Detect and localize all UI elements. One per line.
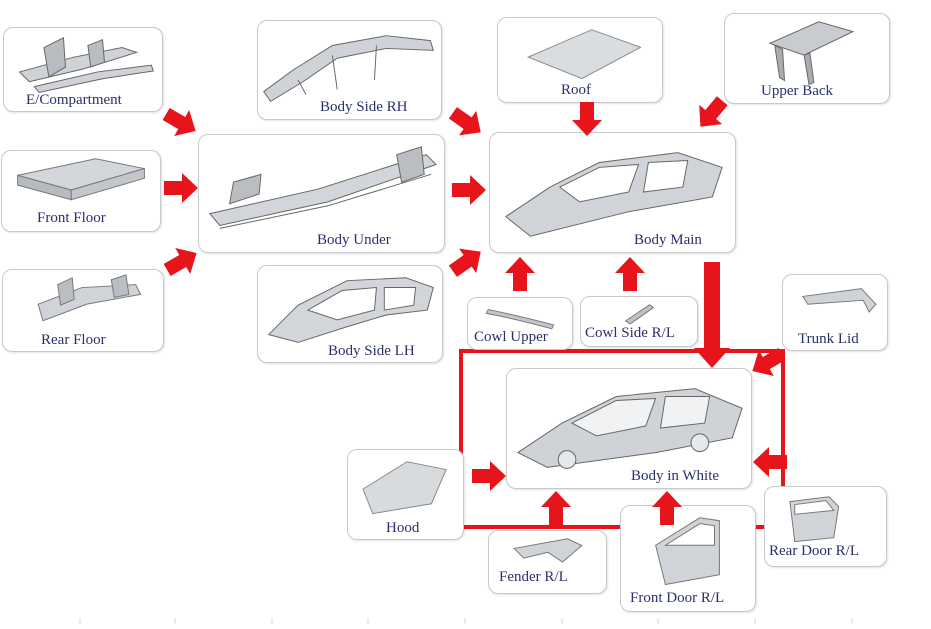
node-body-under: Body Under — [198, 134, 445, 253]
rear-floor-icon — [37, 274, 142, 322]
fender-icon — [513, 538, 583, 563]
node-trunk-lid: Trunk Lid — [782, 274, 888, 351]
node-body-side-lh: Body Side LH — [257, 265, 443, 363]
e-compartment-label: E/Compartment — [26, 92, 122, 108]
node-body-main: Body Main — [489, 132, 736, 253]
front-floor-icon — [17, 158, 145, 201]
trunk-lid-label: Trunk Lid — [798, 331, 859, 347]
node-body-in-white: Body in White — [506, 368, 752, 489]
node-body-side-rh: Body Side RH — [257, 20, 442, 120]
front-floor-label: Front Floor — [37, 210, 106, 226]
arrow-rear-door-to-biw — [753, 447, 787, 477]
node-cowl-upper: Cowl Upper — [467, 297, 573, 350]
arrow-cowlupper-to-main — [505, 257, 535, 291]
rear-door-icon — [789, 496, 840, 543]
arrow-rearfloor-to-under — [159, 240, 205, 283]
body-side-lh-label: Body Side LH — [328, 343, 415, 359]
roof-icon — [526, 29, 642, 80]
body-in-white-label: Body in White — [631, 468, 720, 484]
arrow-roof-to-main — [572, 102, 602, 136]
body-under-label: Body Under — [317, 232, 391, 248]
arrow-cowlside-to-main — [615, 257, 645, 291]
upper-back-label: Upper Back — [761, 83, 834, 99]
arrow-fender-to-biw — [541, 491, 571, 525]
arrow-frontdoor-to-biw — [652, 491, 682, 525]
rear-door-label: Rear Door R/L — [769, 543, 859, 559]
node-front-floor: Front Floor — [1, 150, 161, 232]
trunk-lid-icon — [802, 288, 877, 313]
roof-label: Roof — [561, 82, 591, 98]
node-hood: Hood — [347, 449, 464, 540]
node-front-door: Front Door R/L — [620, 505, 756, 612]
hood-icon — [362, 461, 447, 515]
node-rear-door: Rear Door R/L — [764, 486, 887, 567]
baseline-ticks — [79, 618, 853, 624]
cowl-upper-label: Cowl Upper — [474, 329, 548, 345]
upper-back-icon — [768, 21, 855, 86]
body-side-lh-icon — [267, 277, 434, 343]
node-rear-floor: Rear Floor — [2, 269, 164, 352]
node-fender: Fender R/L — [488, 530, 607, 594]
arrow-frontfloor-to-under — [164, 173, 198, 203]
arrow-siderh-to-main — [444, 100, 490, 145]
arrow-under-to-main — [452, 175, 486, 205]
hood-label: Hood — [386, 520, 420, 536]
body-under-icon — [209, 146, 437, 229]
rear-floor-label: Rear Floor — [41, 332, 106, 348]
cowl-side-icon — [624, 304, 655, 325]
arrow-upperback-to-main — [688, 91, 734, 137]
front-door-label: Front Door R/L — [630, 590, 725, 606]
arrow-ecomp-to-under — [158, 101, 204, 144]
fender-label: Fender R/L — [499, 569, 568, 585]
body-side-rh-label: Body Side RH — [320, 99, 408, 115]
body-main-icon — [504, 152, 723, 237]
node-cowl-side: Cowl Side R/L — [580, 296, 698, 347]
arrow-sidelh-to-main — [444, 239, 490, 284]
node-upper-back: Upper Back — [724, 13, 890, 104]
front-door-icon — [655, 517, 720, 586]
arrow-main-to-biw — [694, 262, 730, 368]
arrow-trunk-to-biw — [744, 341, 790, 384]
cowl-upper-icon — [485, 309, 555, 330]
arrow-hood-to-biw — [472, 461, 506, 491]
body-side-rh-icon — [263, 35, 434, 103]
node-e-compartment: E/Compartment — [3, 27, 163, 112]
body-main-label: Body Main — [634, 232, 702, 248]
body-in-white-icon — [516, 388, 743, 469]
cowl-side-label: Cowl Side R/L — [585, 325, 676, 341]
e-compartment-icon — [18, 36, 154, 93]
